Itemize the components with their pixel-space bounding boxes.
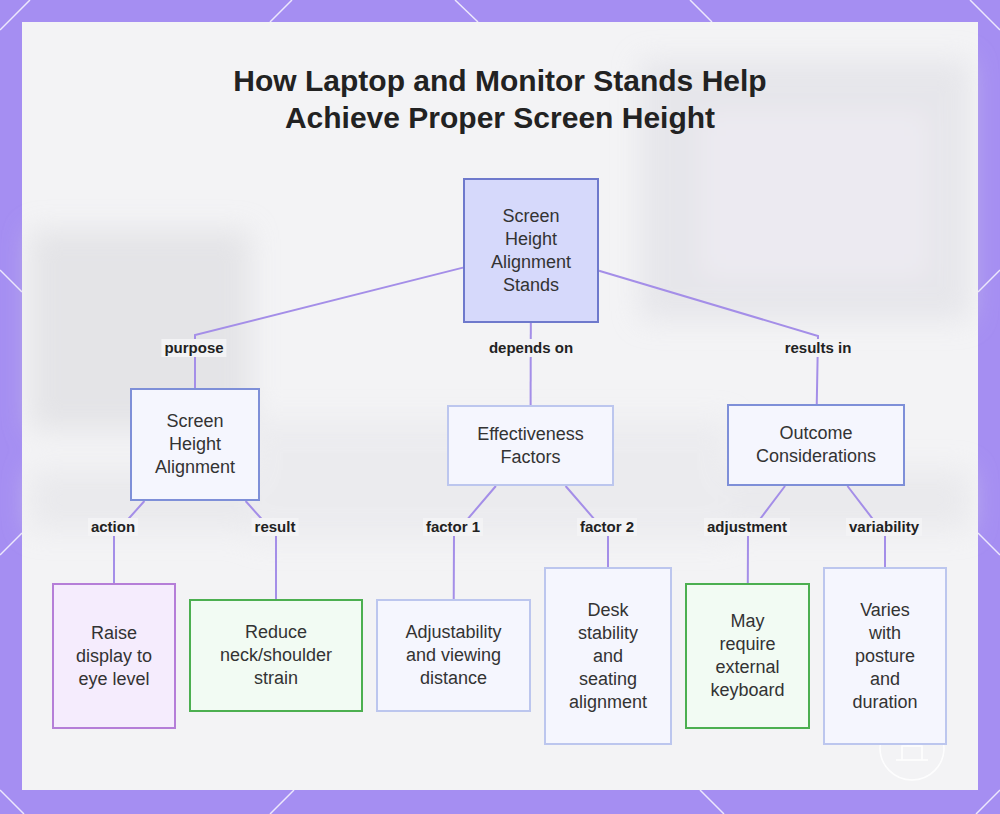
- photo-blob: [640, 60, 970, 320]
- concept-box: Reduce neck/shoulder strain: [189, 599, 363, 712]
- concept-box: Screen Height Alignment: [130, 388, 260, 501]
- decor-line: [0, 533, 22, 555]
- panel: [22, 22, 978, 790]
- edge-label: purpose: [161, 339, 226, 357]
- blurred-photo: [30, 60, 970, 540]
- decor-line: [0, 790, 24, 814]
- node-text: Raise display to eye level: [64, 622, 164, 691]
- concept-box: Outcome Considerations: [727, 404, 905, 486]
- connector-line: [530, 323, 532, 405]
- node-text: Desk stability and seating alignment: [568, 599, 648, 714]
- node-text: Screen Height Alignment Stands: [479, 205, 583, 297]
- connector-line: [599, 271, 818, 404]
- concept-box: Raise display to eye level: [52, 583, 176, 729]
- decor-line: [270, 0, 292, 22]
- decor-line: [690, 0, 712, 22]
- diagram-title: How Laptop and Monitor Stands Help Achie…: [200, 62, 800, 136]
- concept-box: Adjustability and viewing distance: [376, 599, 531, 712]
- node-text: Effectiveness Factors: [463, 423, 598, 469]
- concept-box: Varies with posture and duration: [823, 567, 947, 745]
- node-text: Screen Height Alignment: [146, 410, 244, 479]
- concept-box: Effectiveness Factors: [447, 405, 614, 486]
- decor-line: [976, 790, 1000, 814]
- node-text: Adjustability and viewing distance: [392, 621, 515, 690]
- decor-line: [455, 0, 478, 22]
- connector-line: [246, 501, 276, 599]
- connector-line: [454, 486, 496, 599]
- edge-label: factor 2: [577, 518, 637, 536]
- concept-box: May require external keyboard: [685, 583, 810, 729]
- decor-line: [270, 790, 294, 814]
- edge-label: depends on: [486, 339, 576, 357]
- decor-line: [700, 790, 724, 814]
- edge-label: factor 1: [423, 518, 483, 536]
- connector-line: [195, 268, 463, 388]
- node-text: Reduce neck/shoulder strain: [205, 621, 347, 690]
- decor-line: [0, 270, 22, 292]
- edge-label: adjustment: [704, 518, 790, 536]
- node-text: Outcome Considerations: [743, 422, 889, 468]
- node-text: May require external keyboard: [707, 610, 788, 702]
- edge-label: variability: [846, 518, 922, 536]
- concept-box: Desk stability and seating alignment: [544, 567, 672, 745]
- edge-label: results in: [782, 339, 855, 357]
- node-text: Varies with posture and duration: [847, 599, 923, 714]
- edge-label: result: [252, 518, 299, 536]
- decor-line: [978, 270, 1000, 292]
- connector-line: [114, 501, 144, 583]
- decor-line: [978, 533, 1000, 555]
- photo-blob: [700, 110, 930, 280]
- concept-box: Screen Height Alignment Stands: [463, 178, 599, 323]
- edge-label: action: [88, 518, 138, 536]
